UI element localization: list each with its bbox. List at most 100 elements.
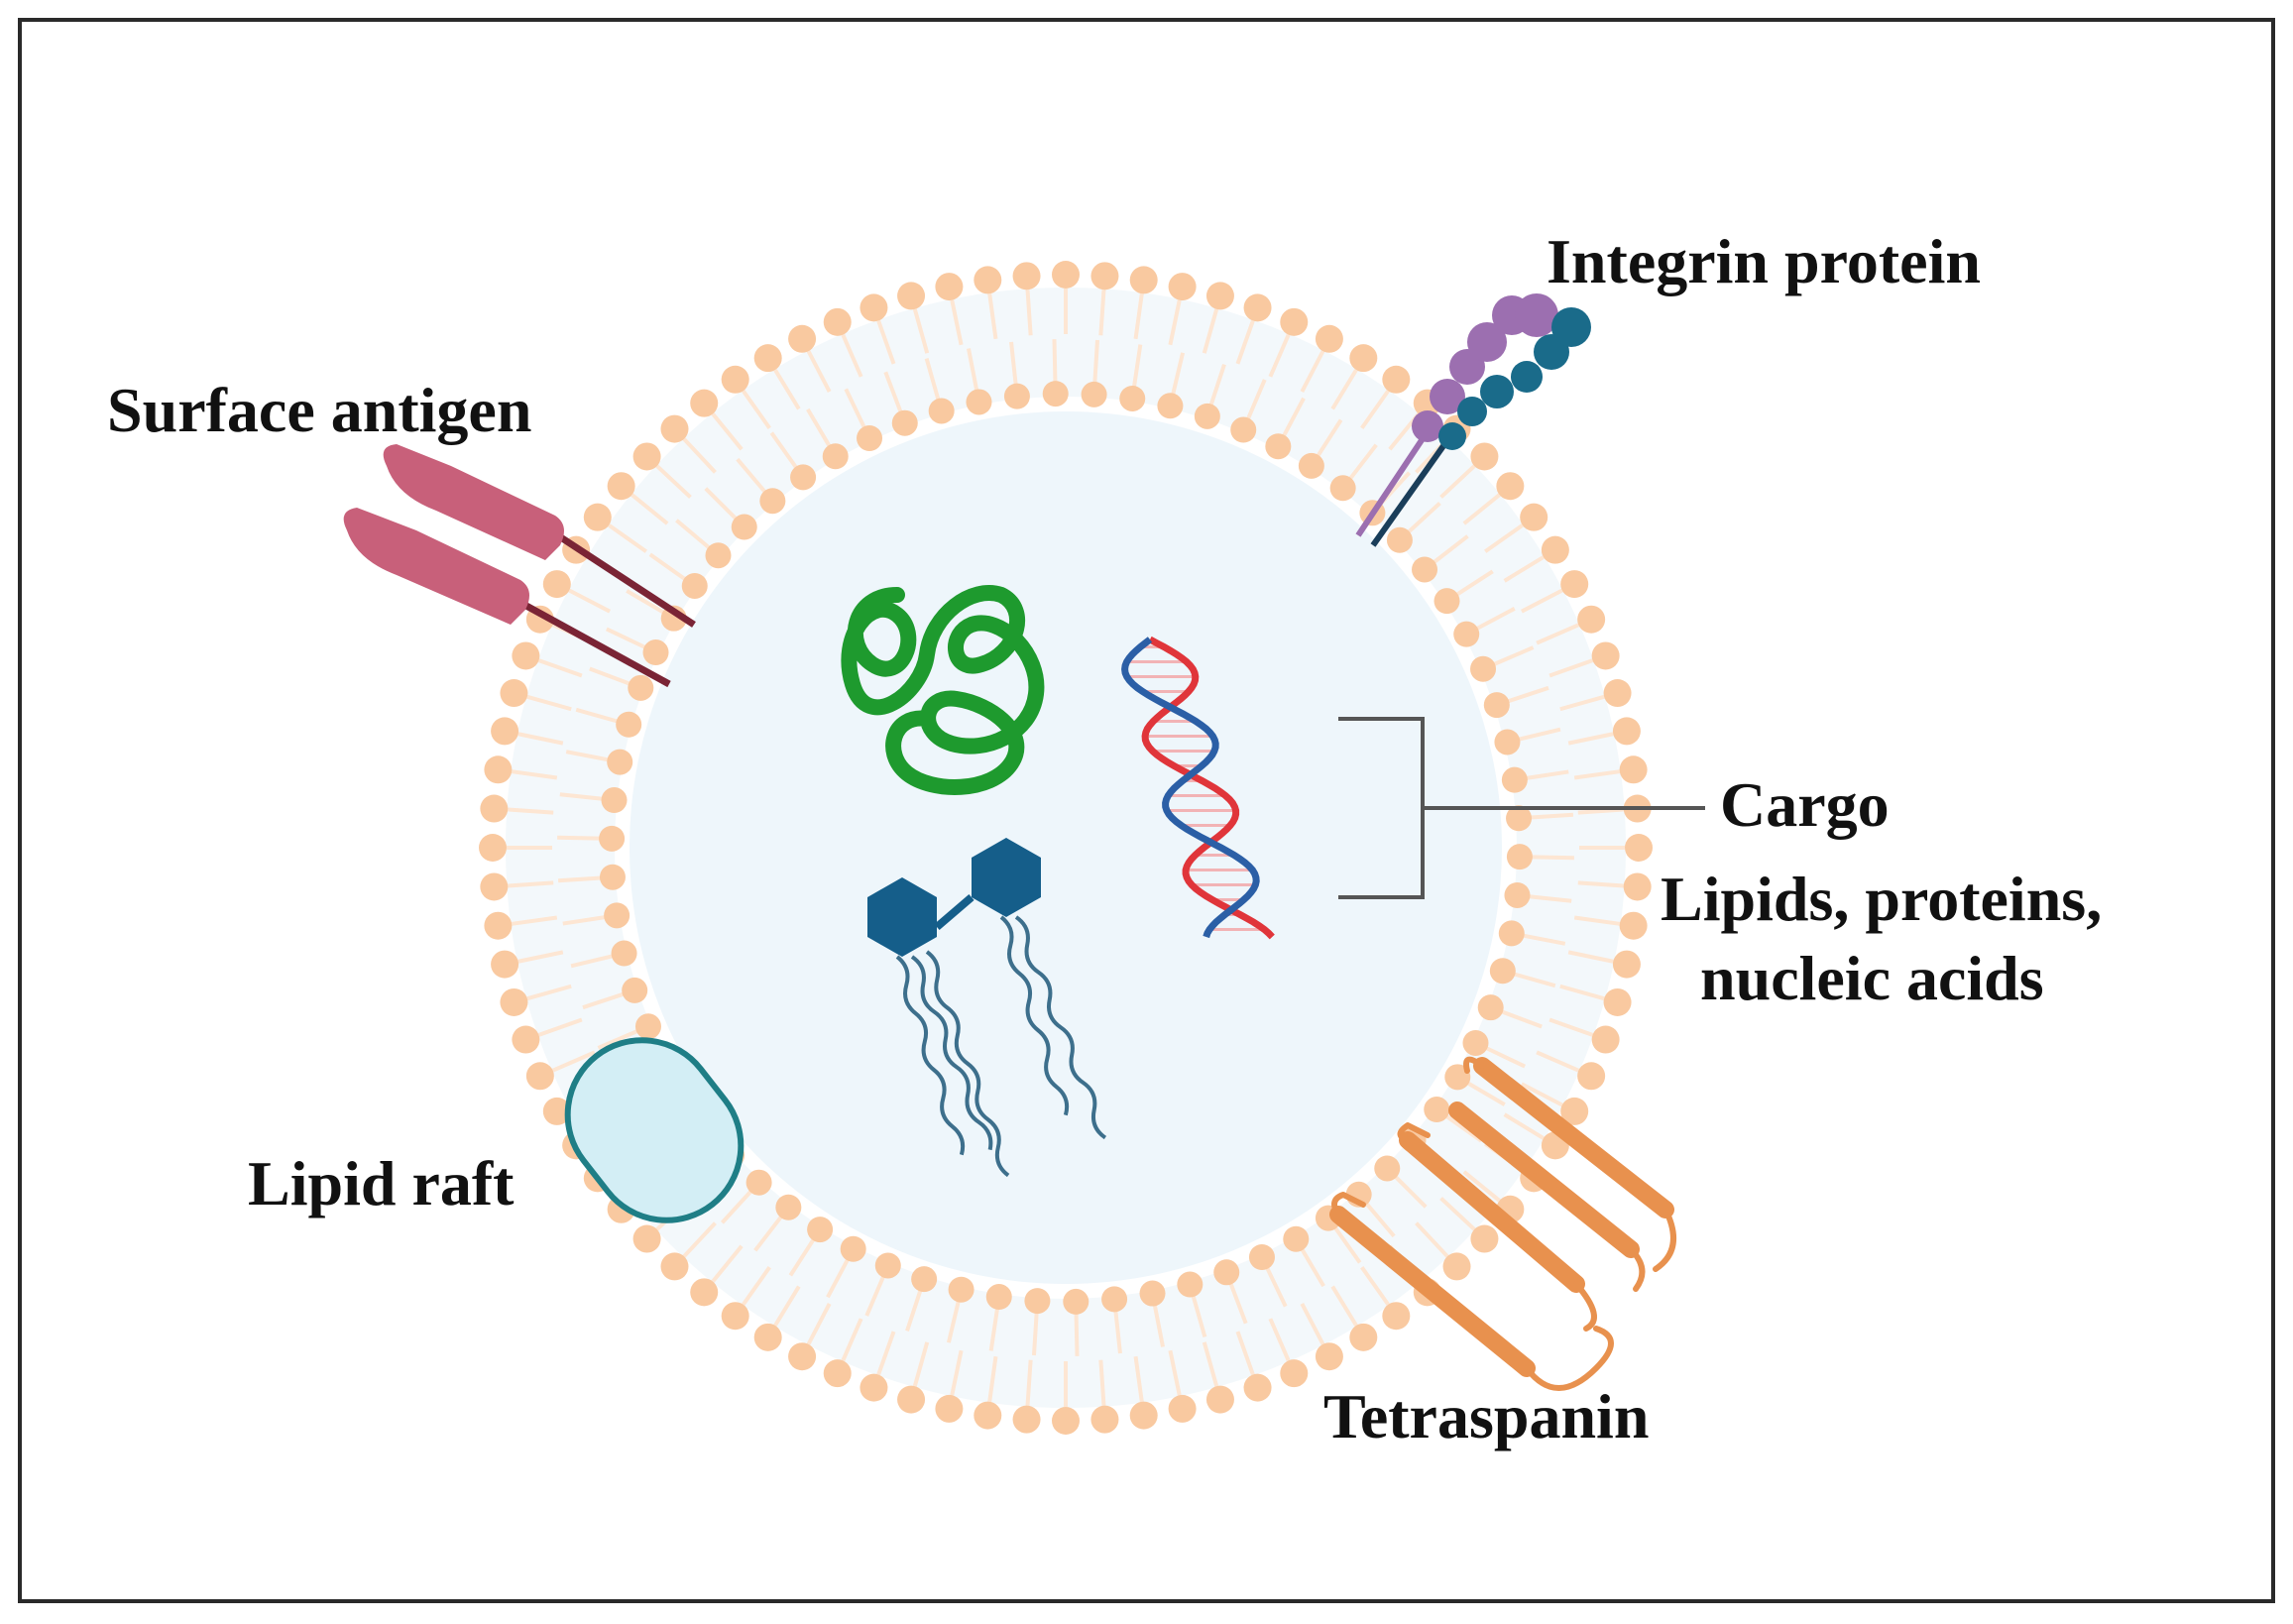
lipid-tail — [806, 350, 832, 393]
lipid-tail — [559, 792, 603, 801]
lipid-head-outer — [542, 1097, 571, 1125]
lipid-head-inner — [1506, 844, 1533, 870]
lipid-head-outer — [1623, 872, 1652, 901]
lipid-head-inner — [1042, 381, 1069, 407]
lipid-head-outer — [1541, 535, 1569, 564]
vesicle-lumen — [630, 411, 1502, 1284]
lipid-head-outer — [479, 834, 507, 862]
cargo-detail-line-1: Lipids, proteins, — [1661, 864, 2102, 934]
lipid-tail — [1518, 727, 1561, 742]
lipid-tail — [876, 1331, 896, 1376]
lipid-head-outer — [1603, 987, 1632, 1016]
lipid-tail — [1098, 1359, 1106, 1406]
lipid-tail — [575, 707, 619, 724]
lipid-tail — [648, 552, 687, 581]
lipid-tail — [876, 319, 896, 365]
lipid-tail — [950, 299, 964, 346]
lipid-head-inner — [1433, 588, 1460, 615]
lipid-head-inner — [1504, 881, 1531, 908]
lipid-head-inner — [731, 514, 757, 540]
lipid-tail — [1133, 1355, 1144, 1403]
lipid-tail — [1577, 880, 1624, 888]
lipid-tail — [1202, 308, 1219, 354]
lipid-head-inner — [745, 1169, 772, 1196]
lipid-head-inner — [599, 864, 626, 890]
lipid-head-outer — [823, 1359, 852, 1388]
lipid-tail — [517, 732, 564, 746]
lipid-head-outer — [512, 641, 540, 670]
lipid-head-outer — [660, 414, 689, 443]
lipid-head-outer — [897, 282, 926, 310]
lipid-tail — [1573, 915, 1621, 926]
lipid-head-outer — [1382, 365, 1411, 394]
lipid-tail — [988, 1308, 999, 1351]
lipid-head-inner — [622, 977, 648, 1003]
lipid-tail — [1567, 950, 1614, 964]
lipid-head-outer — [690, 1278, 719, 1307]
lipid-raft-label: Lipid raft — [248, 1148, 515, 1218]
lipid-tail — [1152, 1304, 1165, 1347]
lipid-head-inner — [1329, 475, 1356, 502]
lipid-head-outer — [788, 1342, 817, 1371]
lipid-head-inner — [948, 1276, 975, 1303]
lipid-head-outer — [1280, 1359, 1309, 1388]
lipid-head-outer — [500, 987, 528, 1016]
lipid-tail — [1208, 363, 1226, 406]
lipid-head-outer — [484, 911, 513, 940]
lipid-head-outer — [823, 307, 852, 336]
lipid-tail — [753, 1215, 783, 1252]
lipid-head-inner — [759, 488, 786, 515]
lipid-tail — [1567, 732, 1614, 746]
lipid-tail — [1133, 292, 1144, 340]
lipid-head-outer — [1243, 293, 1272, 322]
lipid-head-inner — [601, 787, 628, 814]
lipid-tail — [1364, 1202, 1396, 1238]
protein-coil-icon — [841, 585, 1045, 795]
lipid-head-outer — [632, 442, 661, 471]
lipid-tail — [1360, 1266, 1390, 1306]
lipid-tail — [1462, 1170, 1501, 1203]
lipid-head-outer — [525, 1062, 554, 1091]
lipid-tail — [570, 954, 614, 969]
lipid-head-inner — [1003, 383, 1030, 409]
lipid-tail — [511, 915, 558, 926]
lipid-tail — [1052, 339, 1058, 383]
lipid-tail — [1455, 569, 1494, 597]
lipid-tail — [841, 1318, 863, 1362]
lipid-tail — [1559, 694, 1605, 712]
lipid-tail — [1548, 658, 1594, 678]
lipid-head-inner — [1498, 920, 1525, 947]
lipid-head-outer — [721, 365, 749, 394]
lipid-tail — [1523, 933, 1566, 946]
lipid-head-inner — [1157, 393, 1184, 419]
lipid-head-inner — [1081, 381, 1107, 407]
lipid-tail — [1493, 645, 1535, 666]
lipid-head-outer — [1315, 1342, 1343, 1371]
integrin-protein-icon — [1355, 293, 1591, 547]
lipid-head-outer — [1577, 1062, 1606, 1091]
lipid-head-outer — [1280, 307, 1309, 336]
lipid-tail — [1246, 379, 1267, 420]
lipid-tail — [1433, 534, 1469, 564]
lipid-head-inner — [1194, 403, 1220, 429]
lipid-head-outer — [1603, 679, 1632, 708]
lipid-tail — [1536, 1050, 1580, 1073]
lipid-tail — [626, 589, 665, 615]
lipid-tail — [826, 1258, 850, 1299]
lipid-tail — [1282, 397, 1306, 437]
lipid-head-outer — [1349, 344, 1378, 373]
lipid-head-outer — [1243, 1373, 1272, 1402]
lipid-head-inner — [607, 749, 633, 775]
dna-strand-red — [1141, 636, 1275, 940]
lipid-tail — [557, 835, 601, 841]
lipid-tail — [597, 1029, 638, 1050]
lipid-tail — [1191, 1295, 1207, 1337]
lipid-tail — [589, 666, 631, 686]
lipid-tail — [1407, 502, 1441, 534]
lipid-tail — [1577, 807, 1624, 815]
lipid-tail — [1466, 1081, 1506, 1106]
lipid-head-outer — [1520, 503, 1548, 531]
lipid-head-inner — [642, 639, 669, 666]
lipid-tail — [1485, 1046, 1527, 1069]
